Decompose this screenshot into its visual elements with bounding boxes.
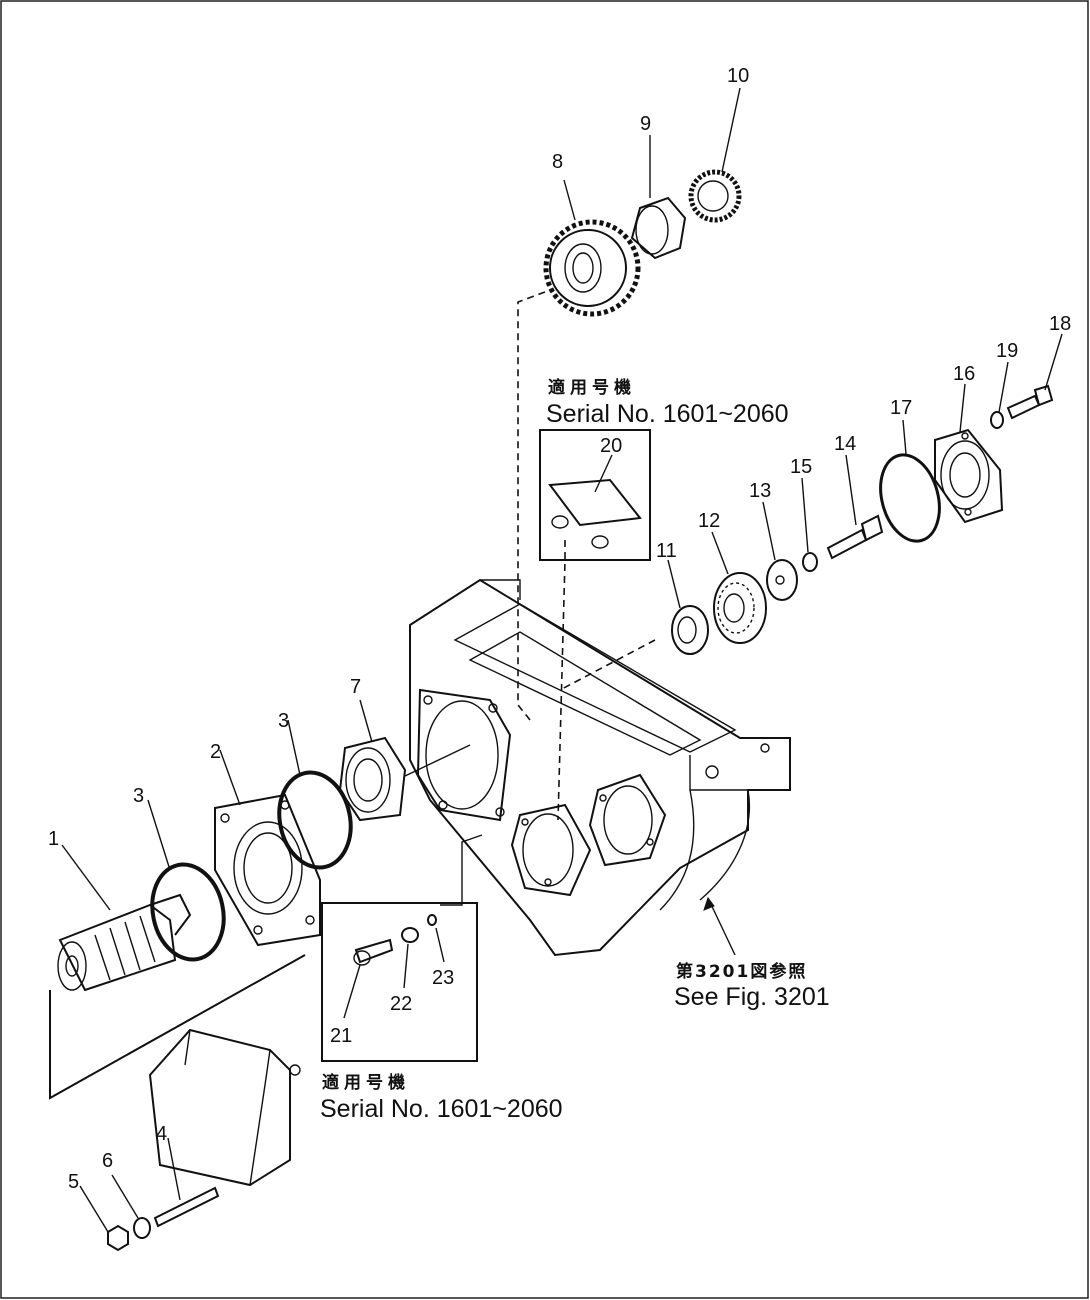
leader-lines [61,87,1063,1233]
callout-3a: 3 [133,785,144,807]
part-15-lockwasher [802,552,818,572]
callout-7: 7 [350,676,361,698]
part-2-cover [214,793,321,947]
callout-2: 2 [210,741,221,763]
callout-21: 21 [330,1025,352,1047]
part-18-bolt [1006,384,1054,420]
callout-4: 4 [156,1123,167,1145]
see-fig-note-en: See Fig. 3201 [674,983,830,1011]
callout-6: 6 [102,1150,113,1172]
serial-note-bottom-en: Serial No. 1601~2060 [320,1095,563,1123]
callout-20: 20 [600,435,622,457]
callout-8: 8 [552,151,563,173]
callout-16: 16 [953,363,975,385]
part-6-washer [133,1217,151,1239]
see-fig-note-jp: 第3201図参照 [676,961,807,982]
callout-23: 23 [432,967,454,989]
callout-13: 13 [749,480,771,502]
callout-22: 22 [390,993,412,1015]
callout-19: 19 [996,340,1018,362]
callout-3b: 3 [278,710,289,732]
part-19-washer [990,411,1004,429]
callout-10: 10 [727,65,749,87]
part-5-nut [107,1224,129,1252]
part-14-bolt [826,514,884,560]
part-9-collar [630,196,687,260]
serial-note-top-jp: 適用号機 [548,377,636,398]
callout-labels: 1 2 3 3 4 5 6 7 8 9 10 11 12 13 14 15 16… [48,65,1071,1193]
callout-1: 1 [48,828,59,850]
part-11-seal [671,605,709,655]
part-7-bearing [338,736,407,822]
part-10-small-gear [688,169,742,223]
part-13-washer [766,559,798,601]
serial-note-top-en: Serial No. 1601~2060 [546,400,789,428]
callout-5: 5 [68,1171,79,1193]
serial-box-bottom [321,902,478,1062]
callout-18: 18 [1049,313,1071,335]
part-4-stud [153,1186,220,1228]
part-3-ring-right [277,770,353,870]
part-16-cover [934,428,1004,524]
callout-14: 14 [834,433,856,455]
assembly-guides [404,291,656,906]
callout-11: 11 [656,540,677,562]
callout-9: 9 [640,113,651,135]
serial-box-top [539,429,651,561]
transmission-case [409,578,791,957]
callout-15: 15 [790,456,812,478]
notes: 適用号機 Serial No. 1601~2060 適用号機 Serial No… [320,377,830,1123]
lower-housing [49,954,306,1187]
part-8-gear [543,219,641,317]
part-17-oring [879,453,941,543]
serial-note-bottom-jp: 適用号機 [322,1072,410,1093]
callout-12: 12 [698,510,720,532]
callout-17: 17 [890,397,912,419]
part-1-shaft [57,893,192,992]
part-3-ring-left [150,862,226,962]
part-12-bearing [713,572,767,644]
